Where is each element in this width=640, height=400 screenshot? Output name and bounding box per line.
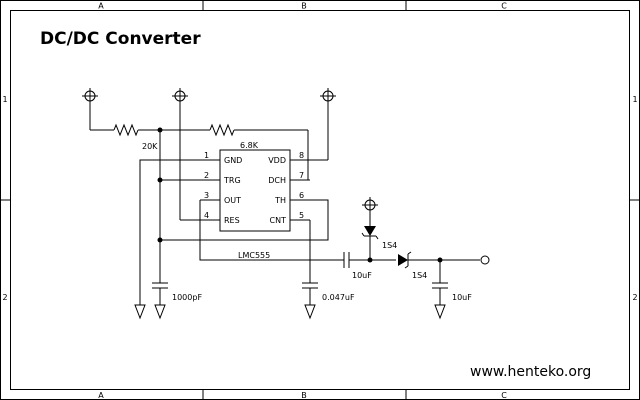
- ic-pin8-label: VDD: [268, 156, 286, 165]
- frame-row-2-right: 2: [632, 293, 637, 302]
- ic-pin6-number: 6: [299, 191, 304, 200]
- frame-col-b-top: B: [301, 2, 307, 11]
- ic-pin4-label: RES: [224, 216, 240, 225]
- power-terminal-diode: [362, 197, 378, 226]
- resistor-r1: [113, 123, 139, 137]
- frame-col-c-bottom: C: [501, 391, 507, 400]
- resistor-r1-value: 20K: [142, 142, 158, 151]
- power-terminal-middle: [172, 88, 188, 220]
- ic-pin7-label: DCH: [268, 176, 286, 185]
- ground-symbol: [154, 304, 166, 320]
- power-terminal-left: [82, 88, 98, 130]
- frame-row-1-right: 1: [632, 95, 637, 104]
- capacitor-output-value: 10uF: [452, 293, 472, 302]
- ic-pin8-number: 8: [299, 151, 304, 160]
- ic-lmc555: 1 2 3 4 8 7 6 5 GND TRG OUT RES VDD DCH …: [200, 149, 310, 232]
- frame-row-2-left: 2: [2, 293, 7, 302]
- output-terminal: [480, 255, 490, 265]
- diode-d1-label: 1S4: [382, 241, 397, 250]
- ic-pin7-number: 7: [299, 171, 304, 180]
- ic-pin1-number: 1: [204, 151, 209, 160]
- power-terminal-right: [320, 88, 336, 160]
- frame-col-a-top: A: [98, 2, 104, 11]
- ic-pin1-label: GND: [224, 156, 242, 165]
- ic-pin3-label: OUT: [224, 196, 241, 205]
- ic-pin2-label: TRG: [223, 176, 241, 185]
- resistor-r2: [209, 123, 235, 137]
- frame-col-a-bottom: A: [98, 391, 104, 400]
- capacitor-0047uf-value: 0.047uF: [322, 293, 355, 302]
- ground-symbol: [304, 304, 316, 320]
- ic-pin4-number: 4: [204, 211, 209, 220]
- diagram-title: DC/DC Converter: [40, 29, 201, 49]
- ic-pin6-label: TH: [274, 196, 286, 205]
- diode-d2-label: 1S4: [412, 271, 427, 280]
- ic-pin5-number: 5: [299, 211, 304, 220]
- website-label: www.henteko.org: [470, 364, 591, 380]
- capacitor-output-10uf: [432, 260, 448, 305]
- frame-row-1-left: 1: [2, 95, 7, 104]
- ic-pin5-label: CNT: [270, 216, 287, 225]
- ic-name-label: LMC555: [238, 251, 270, 260]
- capacitor-coupling-value: 10uF: [352, 271, 372, 280]
- ic-pin2-number: 2: [204, 171, 209, 180]
- frame-col-b-bottom: B: [301, 391, 307, 400]
- capacitor-1000pf-value: 1000pF: [172, 293, 202, 302]
- ground-symbol: [134, 304, 146, 320]
- resistor-r2-value: 6.8K: [240, 141, 259, 150]
- ic-pin3-number: 3: [204, 191, 209, 200]
- frame-col-c-top: C: [501, 2, 507, 11]
